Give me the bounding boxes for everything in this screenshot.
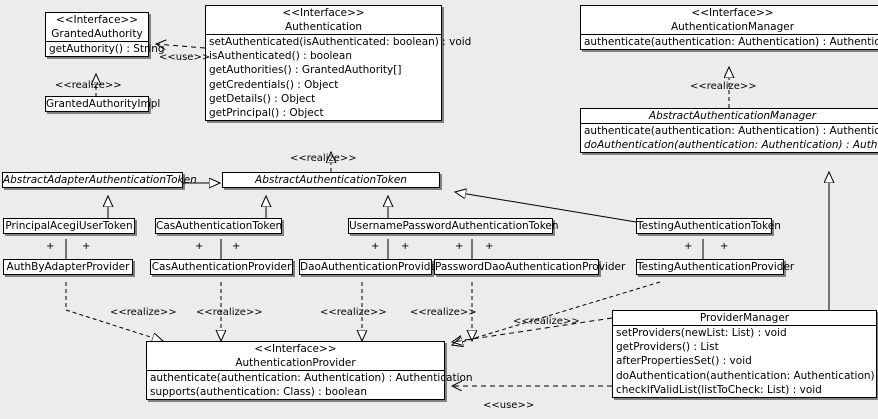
divider [581, 34, 878, 35]
class-authentication-manager[interactable]: <<Interface>> AuthenticationManager auth… [580, 5, 878, 51]
operation: authenticate(authentication: Authenticat… [584, 125, 878, 137]
operation: isAuthenticated() : boolean [209, 50, 352, 63]
assoc-plus: + [684, 241, 693, 252]
divider [581, 123, 878, 124]
divider [147, 370, 444, 371]
class-testing-authentication-provider-name: TestingAuthenticationProvider [637, 261, 795, 273]
class-testing-authentication-token-name: TestingAuthenticationToken [637, 220, 781, 232]
class-granted-authority[interactable]: <<Interface>> GrantedAuthority getAuthor… [45, 12, 165, 58]
assoc-plus: + [371, 241, 380, 252]
class-principal-acegi-user-token-name: PrincipalAcegiUserToken [5, 220, 133, 232]
class-cas-authentication-provider[interactable]: CasAuthenticationProvider [150, 259, 293, 275]
class-testing-authentication-provider[interactable]: TestingAuthenticationProvider [636, 259, 795, 275]
class-authentication-operations: setAuthenticated(isAuthenticated: boolea… [206, 35, 472, 120]
class-granted-authority-impl[interactable]: GrantedAuthorityImpl [45, 96, 161, 112]
class-authentication-provider-stereotype: <<Interface>> [254, 343, 337, 355]
class-password-dao-authentication-provider[interactable]: PasswordDaoAuthenticationProvider [434, 259, 626, 275]
class-abstract-authentication-manager[interactable]: AbstractAuthenticationManager authentica… [580, 108, 878, 154]
class-password-dao-authentication-provider-name: PasswordDaoAuthenticationProvider [435, 261, 626, 273]
class-cas-authentication-token-name: CasAuthenticationToken [156, 220, 283, 232]
operation: authenticate(authentication: Authenticat… [150, 372, 473, 384]
label-realize-daoprovider: <<realize>> [320, 307, 387, 318]
class-abstract-authentication-token-name: AbstractAuthenticationToken [255, 174, 407, 186]
label-use-providermanager: <<use>> [483, 400, 535, 411]
class-provider-manager[interactable]: ProviderManager setProviders(newList: Li… [612, 310, 878, 399]
class-principal-acegi-user-token[interactable]: PrincipalAcegiUserToken [3, 218, 135, 234]
class-granted-authority-impl-name: GrantedAuthorityImpl [46, 98, 161, 110]
label-realize-abstract-auth-manager: <<realize>> [690, 81, 757, 92]
assoc-plus: + [195, 241, 204, 252]
operation: getCredentials() : Object [209, 78, 339, 91]
class-authentication-stereotype: <<Interface>> [282, 7, 365, 19]
class-abstract-authentication-token[interactable]: AbstractAuthenticationToken [222, 172, 440, 188]
class-granted-authority-stereotype: <<Interface>> [55, 14, 139, 26]
divider [46, 41, 148, 42]
class-auth-by-adapter-provider-name: AuthByAdapterProvider [6, 261, 130, 273]
class-auth-by-adapter-provider[interactable]: AuthByAdapterProvider [3, 259, 133, 275]
class-authentication[interactable]: <<Interface>> Authentication setAuthenti… [205, 5, 472, 122]
operation: doAuthentication(authentication: Authent… [584, 139, 878, 152]
label-realize-casprovider: <<realize>> [196, 307, 263, 318]
assoc-plus: + [46, 241, 55, 252]
operation: afterPropertiesSet() : void [616, 355, 752, 368]
operation: setProviders(newList: List) : void [616, 327, 787, 339]
operation: getAuthority() : String [49, 43, 165, 55]
operation: doAuthentication(authentication: Authent… [616, 369, 878, 382]
class-dao-authentication-provider-name: DaoAuthenticationProvider [300, 261, 442, 273]
edge-realize-authbyadapter [65, 309, 163, 341]
class-granted-authority-name: GrantedAuthority [51, 28, 143, 40]
operation: getAuthorities() : GrantedAuthority[] [209, 64, 402, 77]
assoc-plus: + [485, 241, 494, 252]
operation: getDetails() : Object [209, 92, 316, 105]
class-authentication-manager-operations: authenticate(authentication: Authenticat… [581, 35, 878, 49]
divider [206, 34, 441, 35]
assoc-plus: + [720, 241, 729, 252]
class-authentication-provider-operations: authenticate(authentication: Authenticat… [147, 371, 473, 399]
assoc-plus: + [455, 241, 464, 252]
operation: checkIfValidList(listToCheck: List) : vo… [616, 383, 822, 396]
operation: setAuthenticated(isAuthenticated: boolea… [209, 36, 472, 48]
class-authentication-provider[interactable]: <<Interface>> AuthenticationProvider aut… [146, 341, 473, 401]
class-granted-authority-operations: getAuthority() : String [46, 42, 165, 56]
operation: getPrincipal() : Object [209, 107, 324, 120]
label-realize-testingprovider: <<realize>> [513, 316, 580, 327]
label-use-grantedauthority: <<use>> [159, 52, 211, 63]
class-username-password-authentication-token-name: UsernamePasswordAuthenticationToken [349, 220, 559, 232]
class-cas-authentication-provider-name: CasAuthenticationProvider [151, 261, 292, 273]
class-authentication-provider-name: AuthenticationProvider [235, 357, 356, 369]
class-provider-manager-name: ProviderManager [699, 312, 790, 324]
assoc-plus: + [401, 241, 410, 252]
class-abstract-authentication-manager-operations: authenticate(authentication: Authenticat… [581, 124, 878, 152]
class-authentication-name: Authentication [284, 21, 363, 33]
assoc-plus: + [232, 241, 241, 252]
class-provider-manager-operations: setProviders(newList: List) : void getPr… [613, 326, 878, 397]
edge-generalize-testingauthenticationtoken [455, 192, 637, 223]
operation: getProviders() : List [616, 341, 719, 354]
class-testing-authentication-token[interactable]: TestingAuthenticationToken [636, 218, 781, 234]
class-cas-authentication-token[interactable]: CasAuthenticationToken [155, 218, 282, 234]
class-username-password-authentication-token[interactable]: UsernamePasswordAuthenticationToken [348, 218, 559, 234]
class-abstract-authentication-manager-name: AbstractAuthenticationManager [648, 110, 817, 122]
operation: authenticate(authentication: Authenticat… [584, 36, 878, 48]
label-realize-authbyadapter: <<realize>> [110, 307, 177, 318]
label-realize-passworddaoprovider: <<realize>> [410, 307, 477, 318]
assoc-plus: + [82, 241, 91, 252]
label-realize-grantedauthorityimpl: <<realize>> [55, 80, 122, 91]
class-authentication-manager-name: AuthenticationManager [670, 21, 795, 33]
edge-realize-testingprovider [452, 281, 661, 345]
class-dao-authentication-provider[interactable]: DaoAuthenticationProvider [299, 259, 442, 275]
class-abstract-adapter-authentication-token-name: AbstractAdapterAuthenticationToken [3, 174, 197, 186]
class-abstract-adapter-authentication-token[interactable]: AbstractAdapterAuthenticationToken [2, 172, 197, 188]
class-authentication-manager-stereotype: <<Interface>> [691, 7, 774, 19]
label-realize-abstract-auth-token: <<realize>> [290, 153, 357, 164]
divider [613, 325, 876, 326]
edge-use-grantedauthority [156, 44, 206, 48]
operation: supports(authentication: Class) : boolea… [150, 386, 367, 399]
